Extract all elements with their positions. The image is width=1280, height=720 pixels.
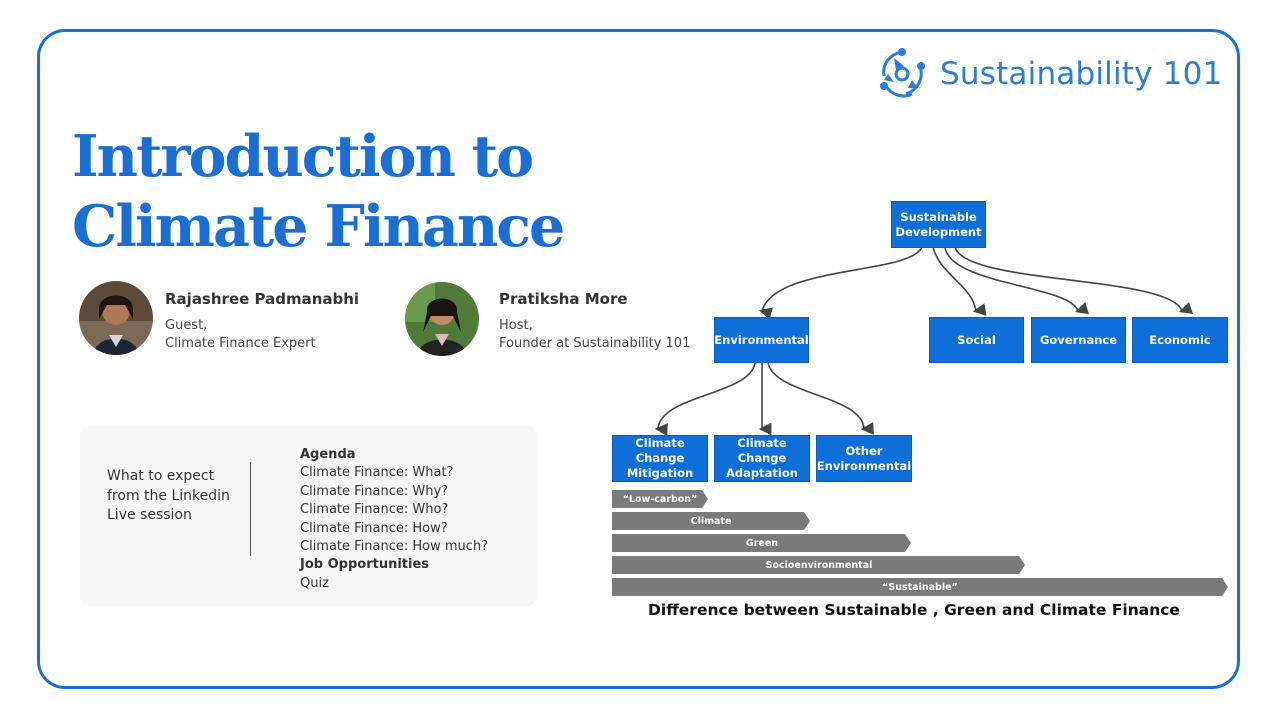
agenda-item: Climate Finance: What? (300, 465, 454, 481)
speaker-role: Founder at Sustainability 101 (499, 336, 691, 351)
diagram-connectors: “Low-carbon” Climate Green Socioenvironm… (612, 246, 1228, 596)
speaker-role: Guest, (165, 318, 208, 333)
agenda-heading: Agenda (300, 447, 356, 462)
slide-frame (37, 29, 1240, 689)
node-climate-adaptation: Climate Change Adaptation (714, 435, 810, 482)
agenda-item: Climate Finance: How much? (300, 539, 489, 555)
agenda-list: Agenda Climate Finance: What? Climate Fi… (300, 446, 488, 593)
node-other-environmental: Other Environmental (816, 435, 912, 482)
node-governance: Governance (1031, 317, 1126, 363)
node-social: Social (929, 317, 1024, 363)
page-title: Introduction to Climate Finance (72, 123, 565, 260)
expect-text: What to expect from the Linkedin Live se… (107, 468, 230, 523)
node-climate-mitigation: Climate Change Mitigation (612, 435, 708, 482)
node-economic: Economic (1132, 317, 1228, 363)
divider (250, 462, 251, 556)
logo-icon (880, 48, 925, 98)
finance-diagram: “Low-carbon” Climate Green Socioenvironm… (600, 195, 1240, 635)
avatar (79, 281, 153, 355)
agenda-job: Job Opportunities (300, 557, 430, 573)
agenda-panel: What to expect from the Linkedin Live se… (80, 426, 537, 606)
brand-name: Sustainability 101 (940, 56, 1223, 92)
bar-label-green: Green (746, 538, 778, 549)
brand-logo: Sustainability 101 (872, 44, 1222, 104)
bar-label-climate: Climate (691, 516, 732, 527)
avatar (405, 282, 479, 356)
bar-label-low-carbon: “Low-carbon” (623, 494, 698, 505)
agenda-quiz: Quiz (300, 575, 329, 591)
speaker-role: Host, (499, 318, 533, 333)
node-environmental: Environmental (714, 317, 809, 363)
speaker-role: Climate Finance Expert (165, 336, 316, 351)
bar-label-sustainable: “Sustainable” (882, 582, 958, 593)
bar-label-socioenvironmental: Socioenvironmental (766, 560, 873, 571)
diagram-caption: Difference between Sustainable , Green a… (648, 601, 1180, 619)
agenda-item: Climate Finance: Why? (300, 483, 449, 499)
agenda-item: Climate Finance: How? (300, 520, 448, 536)
node-sustainable-development: Sustainable Development (891, 201, 986, 248)
speaker-name: Rajashree Padmanabhi (165, 290, 360, 308)
speaker-name: Pratiksha More (499, 290, 628, 308)
agenda-item: Climate Finance: Who? (300, 502, 449, 518)
